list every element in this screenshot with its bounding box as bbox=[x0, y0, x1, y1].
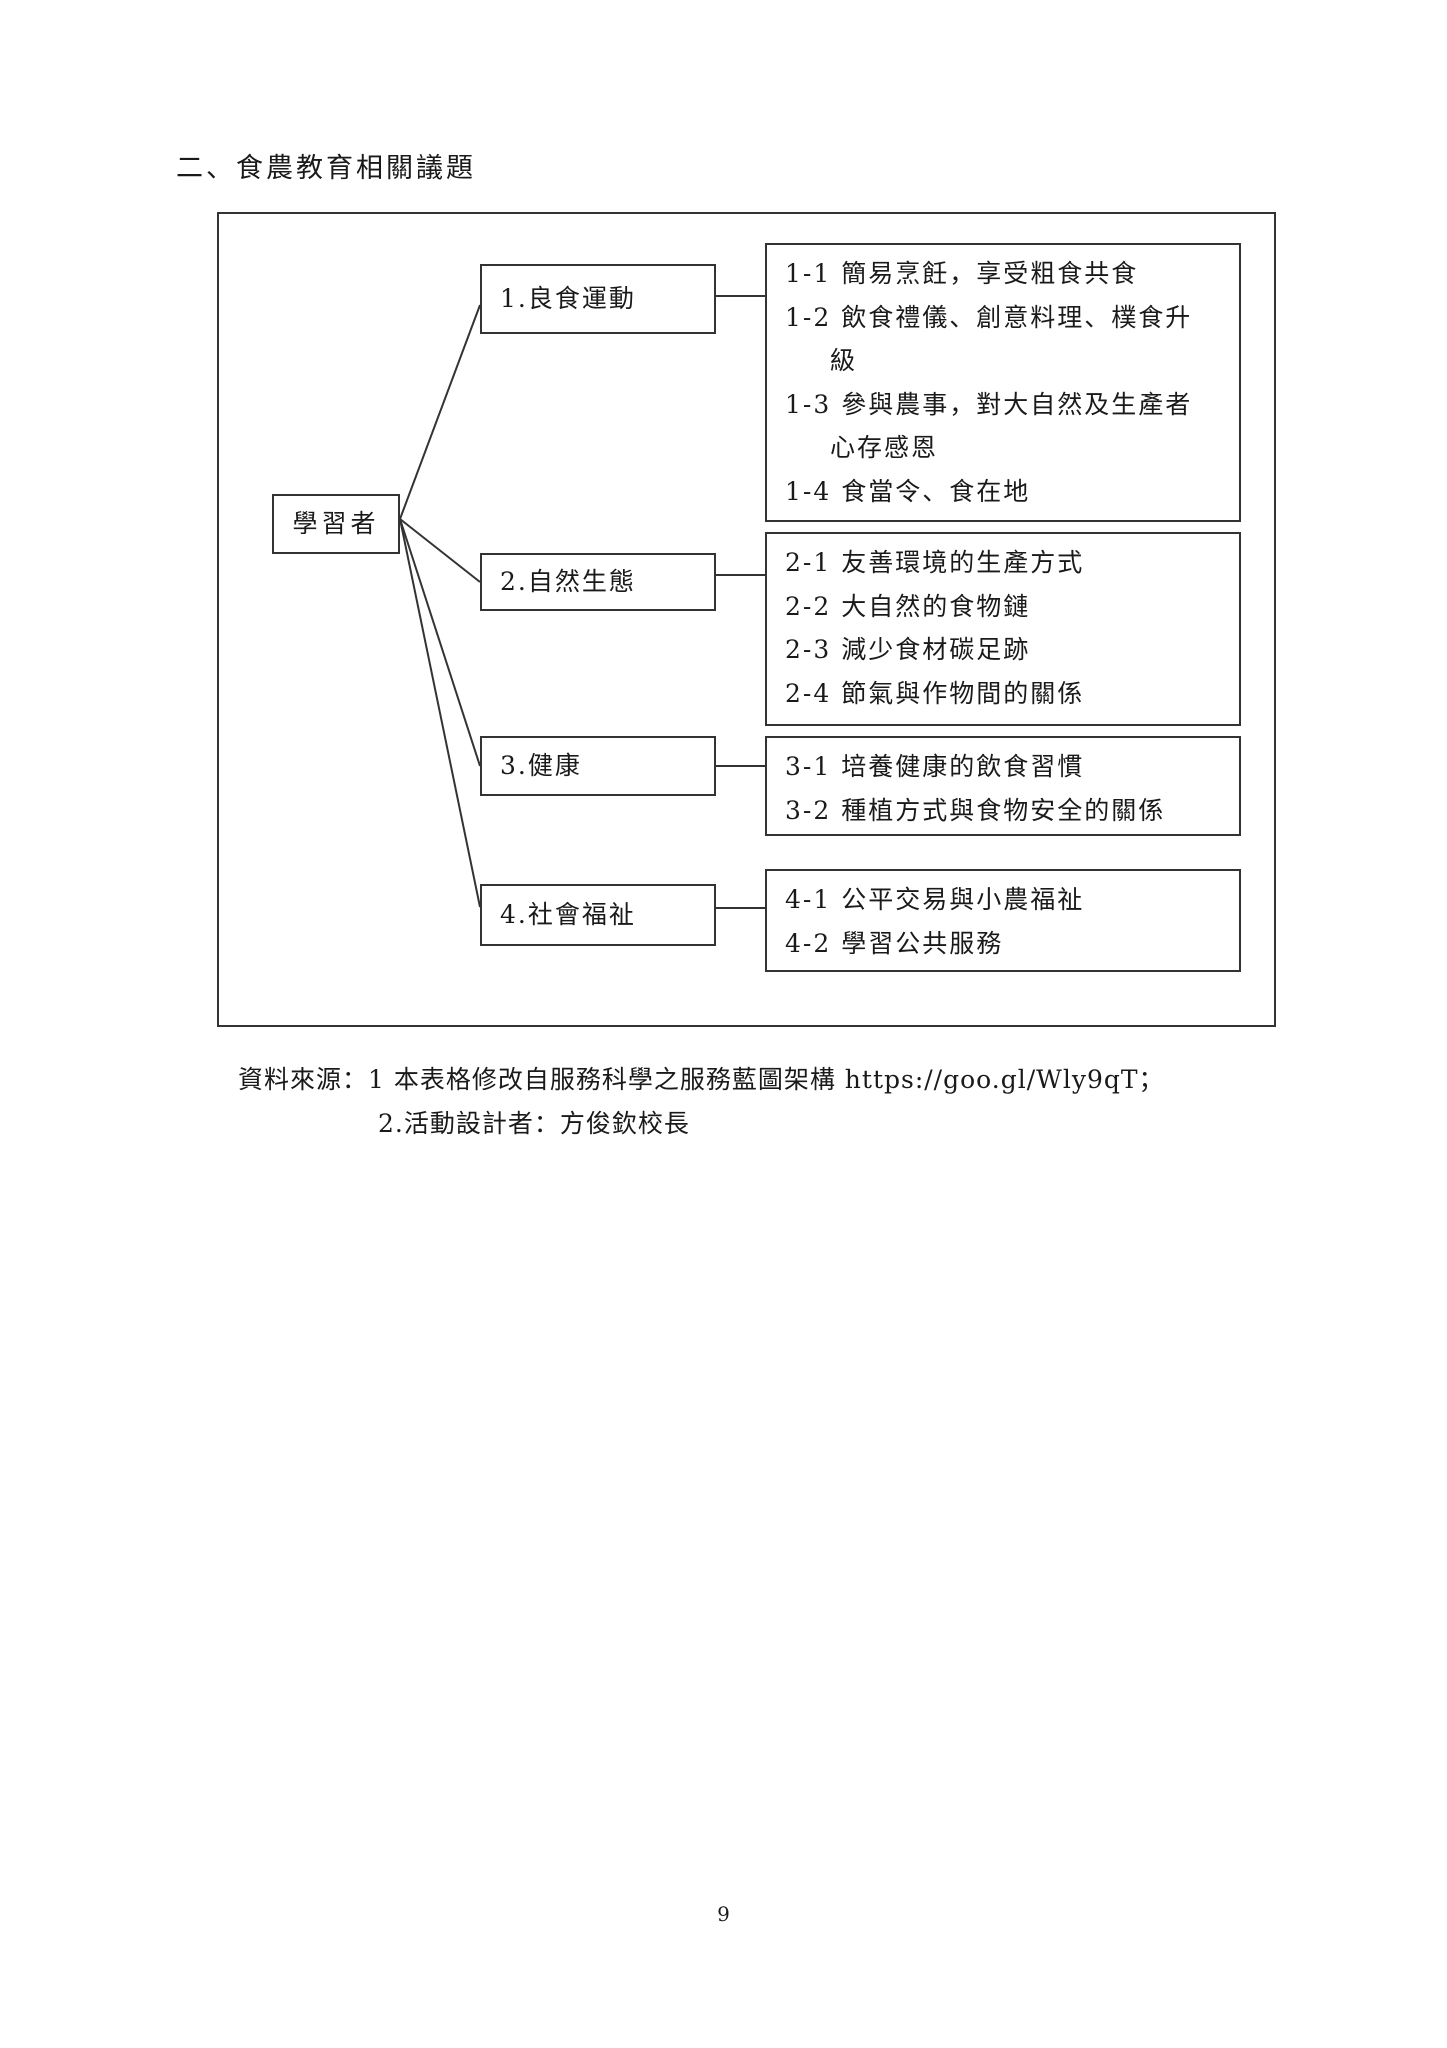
topic-node-4: 4.社會福祉 bbox=[480, 884, 716, 946]
detail-box-4: 4-1 公平交易與小農福祉 4-2 學習公共服務 bbox=[765, 869, 1241, 972]
detail-item: 1-2 飲食禮儀、創意料理、樸食升 bbox=[785, 302, 1193, 332]
topic-node-1: 1.良食運動 bbox=[480, 264, 716, 334]
detail-item: 2-1 友善環境的生產方式 bbox=[785, 548, 1085, 577]
section-heading: 二、食農教育相關議題 bbox=[176, 153, 476, 184]
detail-item: 2-2 大自然的食物鏈 bbox=[785, 591, 1031, 621]
detail-item-continuation: 級 bbox=[830, 346, 858, 375]
topic-node-3: 3.健康 bbox=[480, 736, 716, 796]
detail-box-2: 2-1 友善環境的生產方式 2-2 大自然的食物鏈 2-3 減少食材碳足跡 2-… bbox=[765, 532, 1241, 726]
source-line-1: 資料來源：1 本表格修改自服務科學之服務藍圖架構 https://goo.gl/… bbox=[238, 1065, 1165, 1094]
detail-item-continuation: 心存感恩 bbox=[830, 433, 939, 462]
detail-box-1: 1-1 簡易烹飪，享受粗食共食 1-2 飲食禮儀、創意料理、樸食升 級 1-3 … bbox=[765, 243, 1241, 522]
detail-item: 1-1 簡易烹飪，享受粗食共食 bbox=[785, 259, 1139, 288]
detail-item: 4-1 公平交易與小農福祉 bbox=[785, 885, 1085, 914]
source-note: 資料來源：1 本表格修改自服務科學之服務藍圖架構 https://goo.gl/… bbox=[238, 1058, 1165, 1146]
page-number: 9 bbox=[717, 1902, 730, 1926]
detail-item: 2-3 減少食材碳足跡 bbox=[785, 635, 1031, 664]
detail-box-3: 3-1 培養健康的飲食習慣 3-2 種植方式與食物安全的關係 bbox=[765, 736, 1241, 836]
source-line-2: 2.活動設計者：方俊欽校長 bbox=[378, 1109, 690, 1138]
detail-item: 3-2 種植方式與食物安全的關係 bbox=[785, 795, 1166, 825]
root-node: 學習者 bbox=[272, 494, 400, 554]
diagram-frame bbox=[217, 212, 1276, 1027]
detail-item: 1-3 參與農事，對大自然及生產者 bbox=[785, 389, 1193, 419]
detail-item: 3-1 培養健康的飲食習慣 bbox=[785, 752, 1085, 781]
detail-item: 4-2 學習公共服務 bbox=[785, 928, 1004, 958]
detail-item: 2-4 節氣與作物間的關係 bbox=[785, 678, 1085, 708]
topic-node-2: 2.自然生態 bbox=[480, 553, 716, 611]
detail-item: 1-4 食當令、食在地 bbox=[785, 476, 1031, 506]
